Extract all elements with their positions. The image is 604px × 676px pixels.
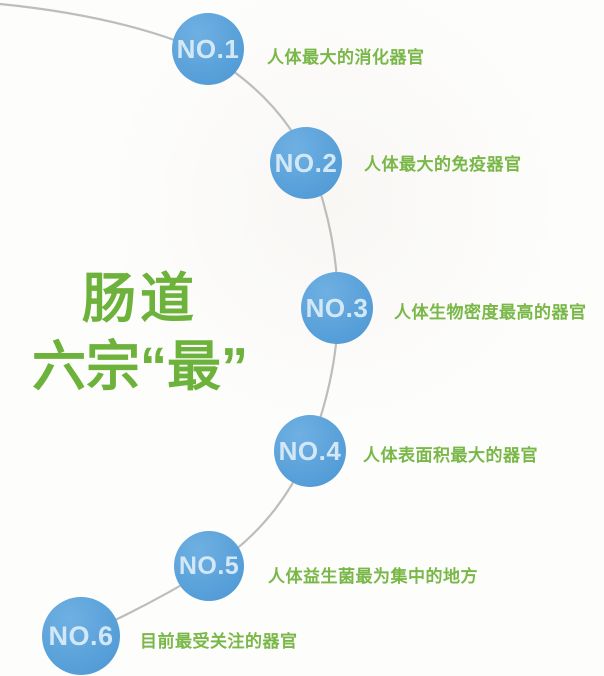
step-circle-6: NO.6 bbox=[42, 597, 120, 675]
step-label-2: 人体最大的免疫器官 bbox=[364, 155, 522, 174]
step-label-6: 目前最受关注的器官 bbox=[140, 632, 298, 651]
step-circle-3: NO.3 bbox=[301, 272, 373, 344]
step-circle-1: NO.1 bbox=[172, 13, 244, 85]
step-label-1: 人体最大的消化器官 bbox=[267, 48, 425, 67]
diagram-title-line1: 肠道 bbox=[82, 269, 198, 329]
step-label-5: 人体益生菌最为集中的地方 bbox=[268, 567, 478, 586]
step-circle-5: NO.5 bbox=[174, 531, 244, 601]
diagram-title-line2: 六宗“最” bbox=[32, 337, 248, 398]
step-circle-2: NO.2 bbox=[270, 127, 342, 199]
step-label-4: 人体表面积最大的器官 bbox=[363, 446, 538, 465]
diagram-title: 肠道 六宗“最” bbox=[5, 268, 275, 398]
step-circle-4: NO.4 bbox=[274, 415, 346, 487]
step-label-3: 人体生物密度最高的器官 bbox=[394, 303, 587, 322]
